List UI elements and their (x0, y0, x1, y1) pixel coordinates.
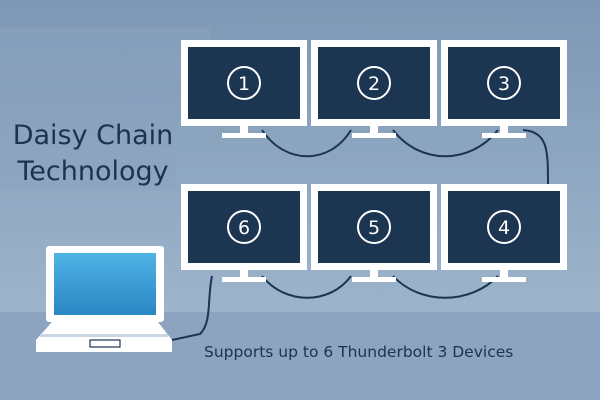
cable-4-5 (392, 275, 499, 299)
caption-text: Supports up to 6 Thunderbolt 3 Devices (204, 343, 514, 361)
number-badge-4 (487, 210, 521, 244)
number-badge-6 (227, 210, 261, 244)
monitor-number-5: 5 (368, 217, 380, 239)
monitor-2: 2 (311, 40, 437, 138)
monitor-1: 1 (181, 40, 307, 138)
diagram-title: Daisy Chain Technology (8, 118, 178, 190)
cable-3-4 (522, 129, 549, 186)
monitor-4: 4 (441, 184, 567, 282)
number-badge-2 (357, 66, 391, 100)
title-line-2: Technology (17, 156, 169, 187)
cable-6-laptop (171, 275, 213, 341)
laptop-screen (54, 253, 156, 315)
monitor-6: 6 (181, 184, 307, 282)
cable-1-2 (261, 129, 352, 158)
shadow-panel (0, 28, 210, 190)
number-badge-5 (357, 210, 391, 244)
laptop (36, 246, 172, 352)
monitor-3: 3 (441, 40, 567, 138)
monitor-number-4: 4 (498, 217, 510, 239)
title-line-1: Daisy Chain (12, 120, 174, 151)
laptop-keyboard-line (40, 334, 168, 337)
monitor-number-1: 1 (238, 73, 250, 95)
daisy-chain-cables (171, 129, 549, 341)
monitor-5: 5 (311, 184, 437, 282)
monitor-number-6: 6 (238, 217, 250, 239)
monitor-number-3: 3 (498, 73, 510, 95)
number-badge-1 (227, 66, 261, 100)
cable-2-3 (392, 129, 499, 158)
cable-5-6 (261, 275, 352, 299)
number-badge-3 (487, 66, 521, 100)
laptop-trackpad (89, 339, 121, 348)
monitor-number-2: 2 (368, 73, 380, 95)
